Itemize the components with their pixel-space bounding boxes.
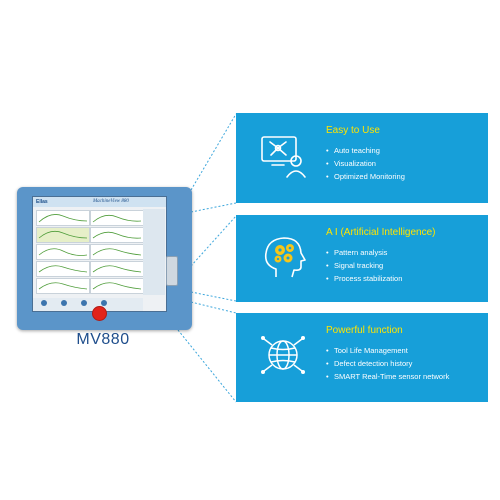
feature-item: Process stabilization bbox=[326, 272, 402, 285]
screen-brand: MachineView 880 bbox=[93, 199, 129, 204]
person-at-monitor-icon bbox=[261, 136, 306, 178]
screen-graph bbox=[36, 261, 90, 277]
device-screen: Ellas MachineView 880 bbox=[32, 196, 167, 312]
card-title: A I (Artificial Intelligence) bbox=[326, 227, 436, 238]
device-model-label: MV880 bbox=[76, 331, 130, 348]
screen-toolbar bbox=[33, 298, 143, 311]
card-title: Powerful function bbox=[326, 325, 403, 336]
device-power-button bbox=[93, 307, 106, 320]
screen-header-bar bbox=[33, 197, 166, 207]
globe-network-icon bbox=[261, 336, 305, 374]
feature-item: SMART Real-Time sensor network bbox=[326, 370, 449, 383]
feature-list: Pattern analysis Signal tracking Process… bbox=[326, 246, 402, 285]
screen-curves bbox=[38, 214, 142, 290]
screen-side-panel bbox=[143, 209, 165, 295]
screen-graph bbox=[36, 227, 90, 243]
feature-item: Auto teaching bbox=[326, 144, 405, 157]
feature-card-powerful-function: Powerful function Tool Life Management D… bbox=[236, 313, 488, 402]
feature-item: Tool Life Management bbox=[326, 344, 449, 357]
screen-toolbar-icon bbox=[81, 300, 87, 306]
feature-item: Defect detection history bbox=[326, 357, 449, 370]
screen-graph bbox=[36, 244, 90, 260]
card-title: Easy to Use bbox=[326, 125, 380, 136]
device-side-slot bbox=[166, 256, 178, 286]
screen-graph bbox=[36, 278, 90, 294]
feature-item: Visualization bbox=[326, 157, 405, 170]
feature-card-ai: A I (Artificial Intelligence) Pattern an… bbox=[236, 215, 488, 302]
screen-toolbar-icon bbox=[41, 300, 47, 306]
feature-item: Signal tracking bbox=[326, 259, 402, 272]
feature-list: Auto teaching Visualization Optimized Mo… bbox=[326, 144, 405, 183]
feature-list: Tool Life Management Defect detection hi… bbox=[326, 344, 449, 383]
feature-card-easy-to-use: Easy to Use Auto teaching Visualization … bbox=[236, 113, 488, 203]
screen-graph bbox=[36, 210, 90, 226]
feature-item: Pattern analysis bbox=[326, 246, 402, 259]
ai-head-icon bbox=[264, 237, 306, 278]
screen-toolbar-icon bbox=[61, 300, 67, 306]
screen-toolbar-icon bbox=[101, 300, 107, 306]
screen-logo: Ellas bbox=[36, 199, 48, 205]
feature-item: Optimized Monitoring bbox=[326, 170, 405, 183]
